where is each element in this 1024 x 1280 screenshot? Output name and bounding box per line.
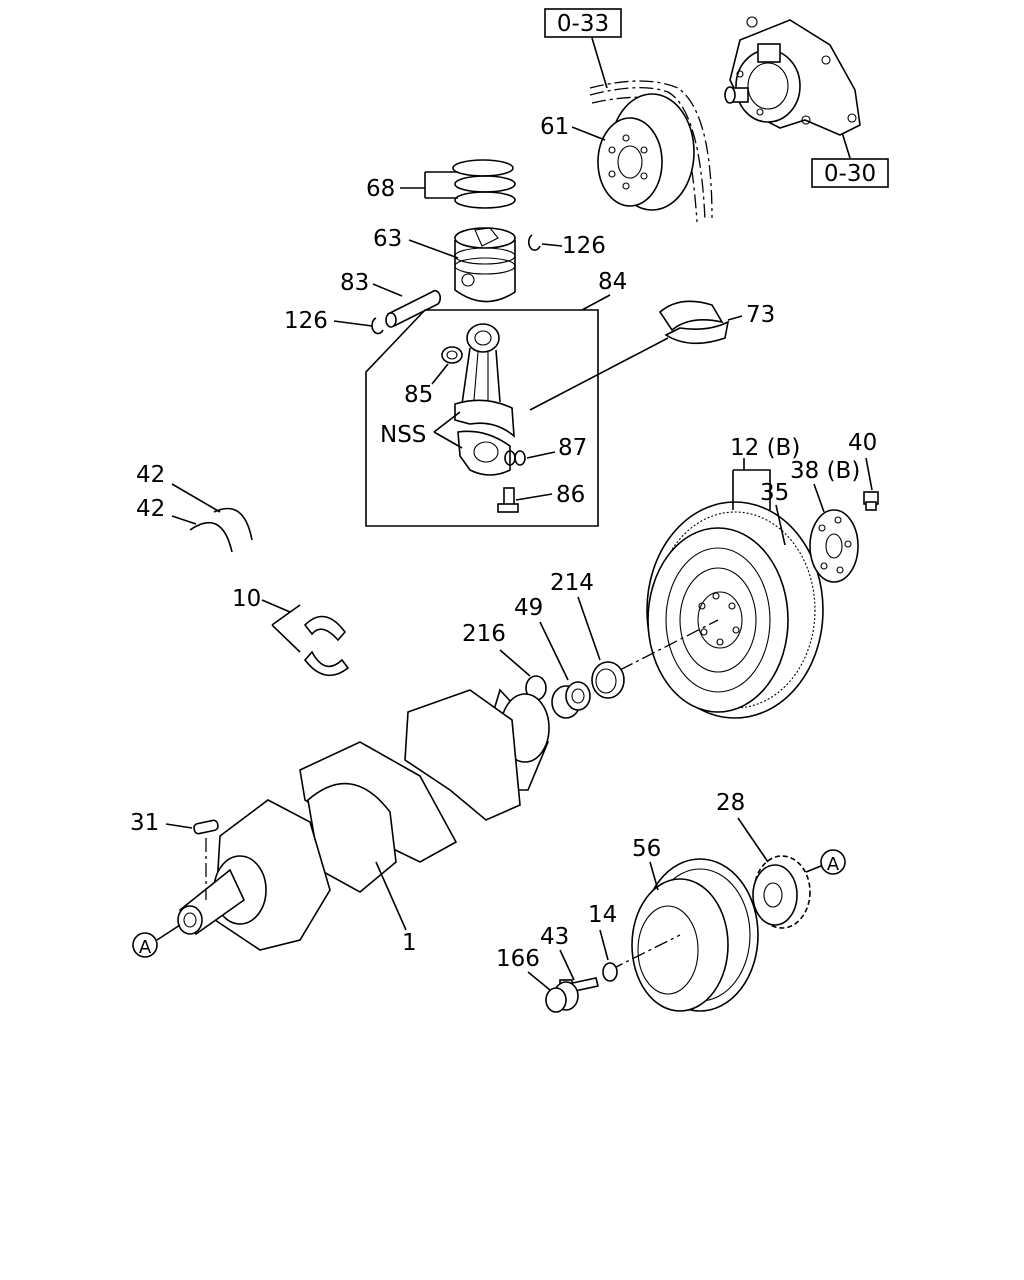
callout-126-lower: 126 bbox=[284, 308, 328, 334]
bolt-86 bbox=[497, 487, 519, 513]
snap-ring-126-lower bbox=[371, 317, 384, 335]
callout-214: 214 bbox=[550, 570, 594, 596]
reference-label-0-30: 0-30 bbox=[824, 161, 876, 187]
marker-a-left: A bbox=[132, 932, 158, 958]
callout-42-upper: 42 bbox=[136, 462, 165, 488]
piston-63 bbox=[454, 227, 516, 303]
reference-label-0-33: 0-33 bbox=[557, 11, 609, 37]
callout-nss: NSS bbox=[380, 422, 426, 448]
callout-49: 49 bbox=[514, 595, 543, 621]
main-bearing-10 bbox=[303, 615, 350, 677]
callout-35: 35 bbox=[760, 480, 789, 506]
connecting-rod-kit-box bbox=[365, 309, 599, 527]
callout-84: 84 bbox=[598, 269, 627, 295]
callout-10: 10 bbox=[232, 586, 261, 612]
callout-12b: 12 (B) bbox=[730, 435, 800, 461]
callout-28: 28 bbox=[716, 790, 745, 816]
connecting-rod bbox=[454, 323, 515, 476]
callout-85: 85 bbox=[404, 382, 433, 408]
callout-63: 63 bbox=[373, 226, 402, 252]
callout-68: 68 bbox=[366, 176, 395, 202]
callout-56: 56 bbox=[632, 836, 661, 862]
crank-pulley-56 bbox=[631, 858, 759, 1012]
marker-a-right: A bbox=[820, 849, 846, 875]
callout-38b: 38 (B) bbox=[790, 458, 860, 484]
crank-gear-28 bbox=[752, 855, 811, 929]
connecting-rod-bearing-73 bbox=[658, 300, 730, 345]
callout-166: 166 bbox=[496, 946, 540, 972]
crankshaft-1 bbox=[177, 688, 550, 951]
thrust-washer-42 bbox=[189, 507, 253, 553]
nut-87 bbox=[504, 450, 526, 466]
flywheel bbox=[646, 501, 824, 719]
bolt-40 bbox=[863, 491, 879, 511]
pulley-61 bbox=[597, 93, 695, 211]
piston-pin-83 bbox=[385, 289, 442, 328]
nut-166 bbox=[545, 981, 579, 1013]
callout-14: 14 bbox=[588, 902, 617, 928]
callout-73: 73 bbox=[746, 302, 775, 328]
callout-126-upper: 126 bbox=[562, 233, 606, 259]
oil-seal-214 bbox=[591, 661, 625, 699]
callout-83: 83 bbox=[340, 270, 369, 296]
reference-box-0-33[interactable]: 0-33 bbox=[544, 8, 622, 38]
marker-a-right-label: A bbox=[827, 854, 840, 875]
marker-a-left-label: A bbox=[139, 937, 152, 958]
water-pump bbox=[724, 16, 861, 136]
washer-14 bbox=[602, 962, 618, 982]
piston-rings-68 bbox=[452, 159, 516, 209]
callout-43: 43 bbox=[540, 924, 569, 950]
callout-40: 40 bbox=[848, 430, 877, 456]
callout-42-lower: 42 bbox=[136, 496, 165, 522]
bearing-49 bbox=[551, 681, 591, 719]
callout-87: 87 bbox=[558, 435, 587, 461]
callout-86: 86 bbox=[556, 482, 585, 508]
reference-box-0-30[interactable]: 0-30 bbox=[811, 158, 889, 188]
plate-38 bbox=[809, 509, 859, 583]
callout-31: 31 bbox=[130, 810, 159, 836]
callout-216: 216 bbox=[462, 621, 506, 647]
callout-61: 61 bbox=[540, 114, 569, 140]
snap-ring-126-upper bbox=[527, 234, 541, 251]
callout-1: 1 bbox=[402, 930, 417, 956]
bushing-85 bbox=[441, 346, 463, 364]
key-31 bbox=[193, 819, 219, 835]
